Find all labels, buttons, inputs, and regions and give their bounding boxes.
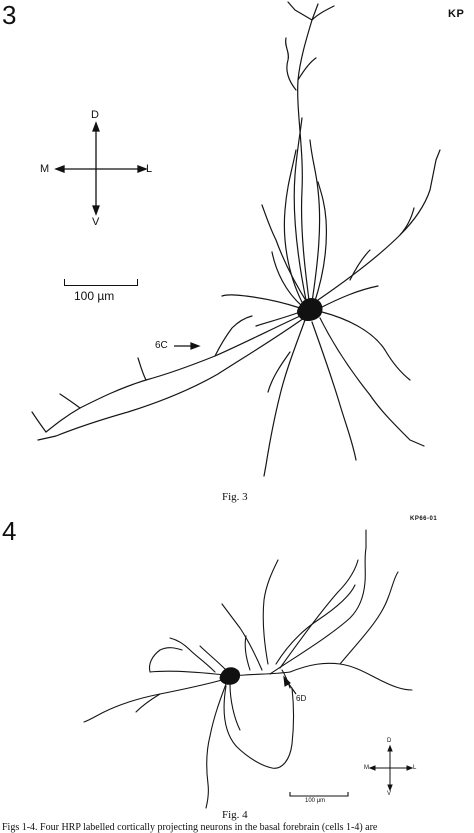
- figure-4-ventral-label: V: [387, 791, 392, 797]
- figure-3-panel-number: 3: [2, 0, 17, 30]
- figure-4-medial-label: M: [364, 765, 369, 771]
- figure-3-soma: [297, 297, 323, 321]
- figure-4-caption: Fig. 4: [222, 809, 248, 821]
- figure-3-ventral-label: V: [92, 216, 100, 228]
- figure-4-arrow-label: 6D: [296, 694, 307, 703]
- figure-3-scale-bar-label: 100 µm: [74, 289, 115, 303]
- figure-4-lateral-label: L: [413, 765, 417, 771]
- figure-4-specimen-code: KP66-01: [410, 516, 438, 522]
- figure-3-medial-label: M: [40, 163, 50, 175]
- figure-4-orientation-compass: [368, 744, 414, 792]
- figure-3-scale-bar: [64, 279, 138, 286]
- figure-4-panel-number: 4: [2, 516, 17, 546]
- figure-3-arrow-label: 6C: [155, 340, 168, 351]
- figure-footer-caption: Figs 1-4. Four HRP labelled cortically p…: [2, 822, 378, 833]
- figure-3-lateral-label: L: [146, 163, 153, 175]
- figure-3-specimen-code: KP: [448, 8, 465, 20]
- figure-3-dorsal-label: D: [91, 109, 99, 121]
- figure-4-scale-bar-label: 100 µm: [305, 798, 326, 804]
- figure-4-scale-bar: [289, 792, 349, 797]
- figure-4-soma: [219, 667, 241, 685]
- figure-3-caption: Fig. 3: [222, 491, 248, 503]
- figure-4-dorsal-label: D: [387, 738, 392, 744]
